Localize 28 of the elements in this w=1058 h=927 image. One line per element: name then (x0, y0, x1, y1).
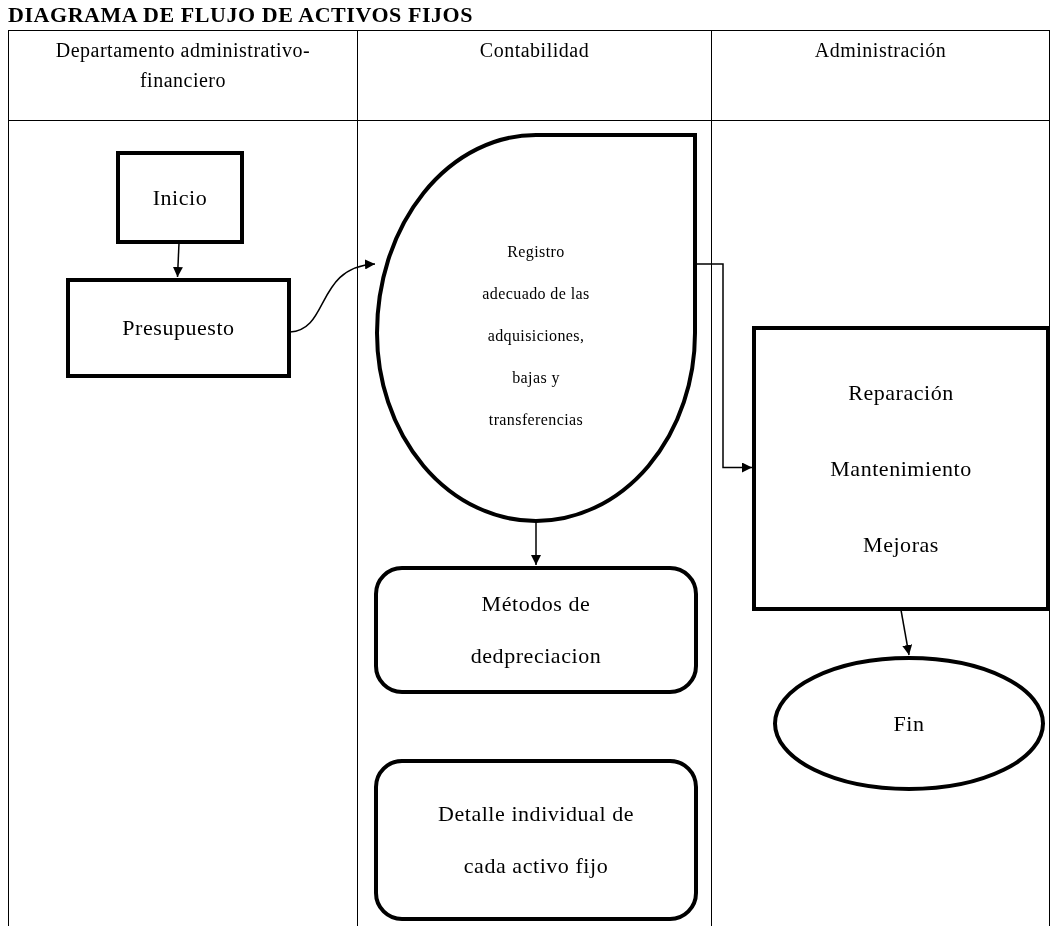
process-box (116, 151, 244, 244)
process-box (752, 326, 1050, 611)
node-text: Presupuesto (122, 314, 235, 342)
node-text: Mantenimiento (830, 454, 972, 483)
swimlane (8, 30, 358, 926)
arrow (289, 260, 376, 333)
node-text: Reparación (848, 378, 954, 407)
node-text: Inicio (152, 183, 208, 212)
arrow (900, 609, 913, 656)
node-text: Detalle individual de cada activo fijo (436, 800, 635, 880)
rounded-process-box (374, 759, 698, 921)
lane-header: Administración (814, 38, 947, 63)
rounded-process-box (374, 566, 698, 694)
arrow (531, 521, 541, 566)
lane-header: Departamento administrativo-financiero (54, 38, 312, 93)
node-text: Métodos de dedpreciacion (469, 590, 603, 670)
terminal-ellipse (773, 656, 1045, 791)
node-text: Registro adecuado de las adquisiciones, bajas y transferencias (481, 242, 591, 430)
process-shape (375, 133, 697, 523)
process-box (66, 278, 291, 378)
swimlane (358, 30, 712, 926)
node-text: Mejoras (863, 530, 939, 559)
node-text: Fin (893, 709, 925, 738)
arrow (696, 263, 753, 473)
arrow (172, 242, 183, 278)
lane-header: Contabilidad (479, 38, 590, 63)
swimlane (712, 30, 1050, 926)
diagram-title: DIAGRAMA DE FLUJO DE ACTIVOS FIJOS (8, 4, 474, 26)
